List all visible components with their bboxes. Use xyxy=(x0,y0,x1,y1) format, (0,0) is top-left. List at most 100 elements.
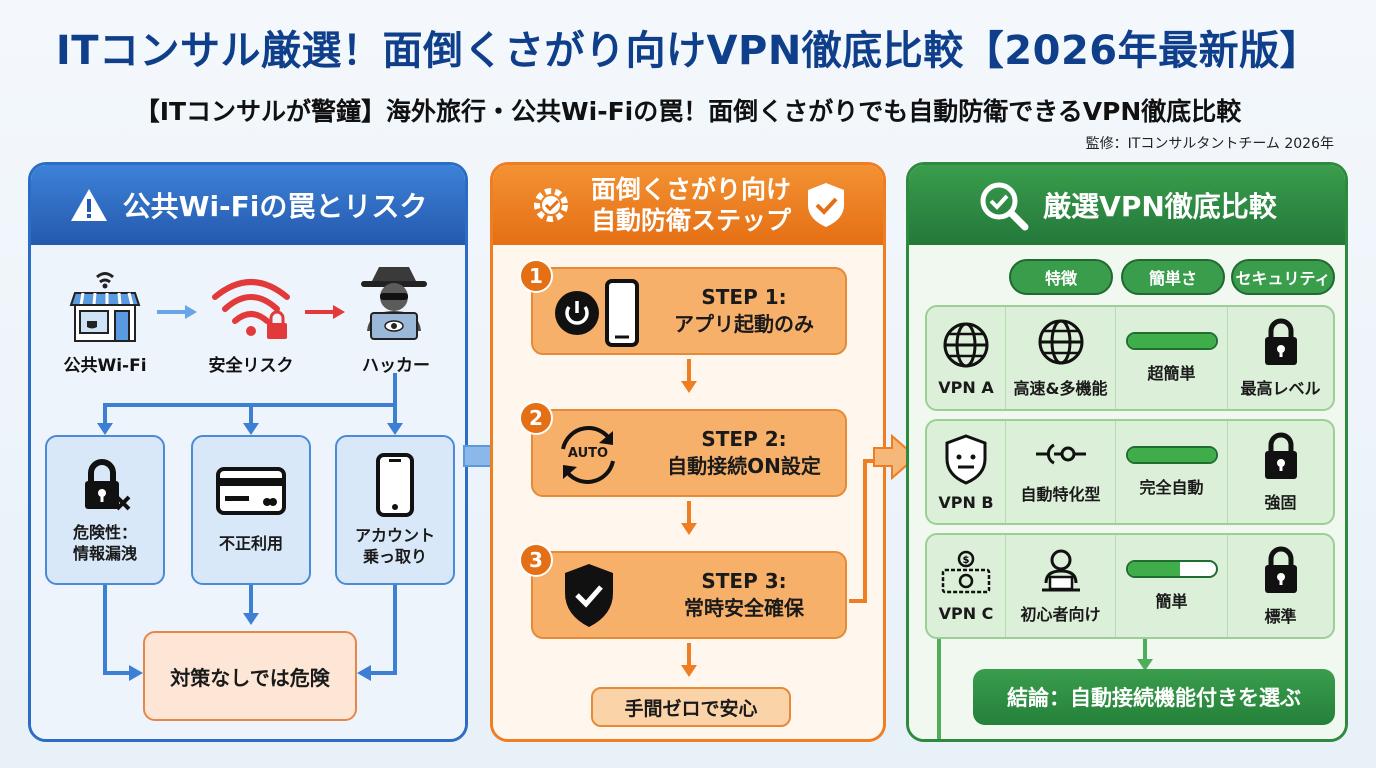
gear-check-icon xyxy=(529,181,577,229)
step-card-2: AUTO STEP 2: 自動接続ON設定 xyxy=(531,409,847,497)
hacker-icon xyxy=(357,263,431,343)
step-text: アプリ起動のみ xyxy=(674,312,814,336)
steps-panel-body: STEP 1: アプリ起動のみ 1 AUTO STEP 2: 自動接続ON設定 … xyxy=(493,245,883,739)
ease-bar-fill xyxy=(1127,562,1181,576)
step-title: STEP 3: xyxy=(701,569,787,593)
search-check-icon xyxy=(977,179,1029,231)
steps-panel-title-line1: 面倒くさがり向け xyxy=(590,174,791,204)
ease-bar xyxy=(1125,560,1218,578)
ease-cell: 完全自動 xyxy=(1115,421,1227,523)
ease-bar-fill xyxy=(1127,448,1216,462)
arrow-icon xyxy=(303,303,347,321)
steps-panel-title-line2: 自動防衛ステップ xyxy=(590,206,791,235)
security-text: 最高レベル xyxy=(1240,379,1321,398)
ease-cell: 超簡単 xyxy=(1115,307,1227,409)
lock-icon xyxy=(1261,317,1301,367)
supervisor-note: 監修：ITコンサルタントチーム 2026年 xyxy=(1085,136,1334,152)
shop-wifi-icon xyxy=(65,267,145,347)
globe-icon xyxy=(941,320,991,370)
steps-panel: 面倒くさがり向け 自動防衛ステップ xyxy=(490,162,886,742)
source-label: 安全リスク xyxy=(208,356,294,376)
risk-box-fraud: 不正利用 xyxy=(191,435,311,585)
risk-panel-body: 公共Wi-Fi 安全リスク ハッカー xyxy=(31,245,465,739)
security-text: 強固 xyxy=(1264,493,1297,512)
column-header: 簡単さ xyxy=(1121,259,1225,295)
svg-text:$: $ xyxy=(963,555,970,566)
page-subtitle: 【ITコンサルが警鐘】海外旅行・公共Wi-Fiの罠！面倒くさがりでも自動防衛でき… xyxy=(134,97,1242,126)
page-title: ITコンサル厳選！面倒くさがり向けVPN徹底比較【2026年最新版】 xyxy=(55,28,1321,74)
security-text: 標準 xyxy=(1264,607,1297,626)
lock-icon xyxy=(1261,545,1301,595)
ease-bar-fill xyxy=(1127,334,1216,348)
auto-label: AUTO xyxy=(567,446,609,461)
column-header: 特徴 xyxy=(1009,259,1113,295)
globe-icon xyxy=(1036,317,1086,367)
vpn-name-cell: $ VPN C xyxy=(927,535,1005,637)
money-icon: $ xyxy=(940,550,992,596)
warning-icon xyxy=(69,187,109,223)
ease-cell: 簡単 xyxy=(1115,535,1227,637)
feature-cell: 高速&多機能 xyxy=(1005,307,1115,409)
arrow-icon xyxy=(155,303,199,321)
step-text: 自動接続ON設定 xyxy=(667,454,821,478)
smartphone-icon xyxy=(375,452,415,518)
step-card-1: STEP 1: アプリ起動のみ xyxy=(531,267,847,355)
feature-cell: 自動特化型 xyxy=(1005,421,1115,523)
risk-label: 不正利用 xyxy=(218,534,283,553)
wifi-lock-icon xyxy=(207,273,297,343)
risk-panel-header: 公共Wi-Fiの罠とリスク xyxy=(31,165,465,245)
step-card-3: STEP 3: 常時安全確保 xyxy=(531,551,847,639)
compare-panel: 厳選VPN徹底比較 特徴 簡単さ セキュリティ VPN A 高速&多機能 超簡単 xyxy=(906,162,1348,742)
ease-text: 完全自動 xyxy=(1139,478,1204,497)
compare-panel-header: 厳選VPN徹底比較 xyxy=(909,165,1345,245)
risk-label: 危険性： 情報漏洩 xyxy=(72,523,137,563)
vpn-row-b: VPN B 自動特化型 完全自動 強固 xyxy=(925,419,1335,525)
security-cell: 強固 xyxy=(1227,421,1333,523)
vpn-name: VPN B xyxy=(938,492,994,512)
feature-text: 自動特化型 xyxy=(1020,485,1101,504)
credit-card-icon xyxy=(215,466,287,516)
vpn-name-cell: VPN A xyxy=(927,307,1005,409)
source-label: ハッカー xyxy=(362,356,430,376)
flow-arrow-icon xyxy=(872,432,918,482)
flow-connectors xyxy=(97,373,403,681)
security-cell: 標準 xyxy=(1227,535,1333,637)
risk-panel-title: 公共Wi-Fiの罠とリスク xyxy=(122,190,428,223)
shield-check-icon xyxy=(561,561,617,631)
step-number-badge: 3 xyxy=(519,543,553,577)
source-label: 公共Wi-Fi xyxy=(63,356,147,376)
vpn-name: VPN A xyxy=(938,377,994,397)
ease-bar xyxy=(1125,332,1218,350)
plug-icon xyxy=(1034,439,1088,469)
risk-panel: 公共Wi-Fiの罠とリスク xyxy=(28,162,468,742)
ease-text: 簡単 xyxy=(1155,592,1188,611)
risk-label: アカウント 乗っ取り xyxy=(354,526,435,566)
ease-bar xyxy=(1125,446,1218,464)
power-phone-icon xyxy=(551,277,641,349)
ease-text: 超簡単 xyxy=(1147,364,1196,383)
lock-icon xyxy=(1261,431,1301,481)
vpn-name-cell: VPN B xyxy=(927,421,1005,523)
step-title: STEP 2: xyxy=(701,427,787,451)
compare-panel-body: 特徴 簡単さ セキュリティ VPN A 高速&多機能 超簡単 xyxy=(909,245,1345,739)
step-number-badge: 1 xyxy=(519,259,553,293)
step-title: STEP 1: xyxy=(701,285,787,309)
feature-text: 高速&多機能 xyxy=(1013,379,1108,398)
compare-panel-title: 厳選VPN徹底比較 xyxy=(1043,190,1277,223)
step-number-badge: 2 xyxy=(519,401,553,435)
shield-check-icon xyxy=(805,181,847,229)
vpn-name: VPN C xyxy=(938,603,994,623)
auto-sync-icon: AUTO xyxy=(553,421,623,489)
danger-conclusion: 対策なしでは危険 xyxy=(143,631,357,721)
security-cell: 最高レベル xyxy=(1227,307,1333,409)
vpn-row-a: VPN A 高速&多機能 超簡単 最高レベル xyxy=(925,305,1335,411)
steps-panel-header: 面倒くさがり向け 自動防衛ステップ xyxy=(493,165,883,245)
step-text: 常時安全確保 xyxy=(684,596,804,620)
risk-box-takeover: アカウント 乗っ取り xyxy=(335,435,455,585)
final-outcome: 手間ゼロで安心 xyxy=(591,687,791,727)
column-header: セキュリティ xyxy=(1231,259,1335,295)
feature-text: 初心者向け xyxy=(1020,605,1101,624)
risk-box-leak: 危険性： 情報漏洩 xyxy=(45,435,165,585)
user-laptop-icon xyxy=(1038,547,1084,593)
vpn-row-c: $ VPN C 初心者向け 簡単 標準 xyxy=(925,533,1335,639)
